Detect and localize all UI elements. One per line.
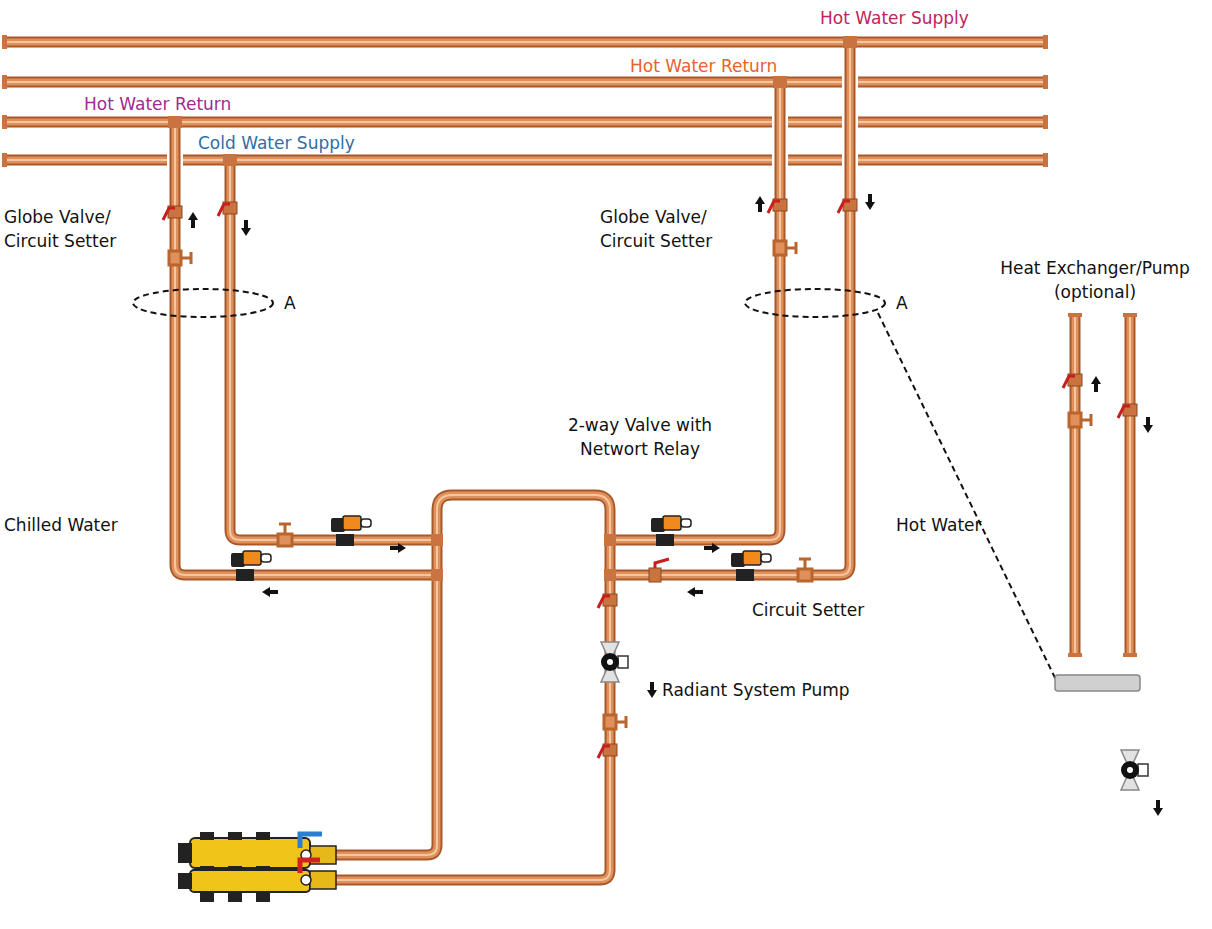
valve-handle bbox=[655, 559, 669, 568]
ball-valve bbox=[649, 568, 661, 582]
flow-arrow bbox=[647, 682, 657, 698]
pump-hub bbox=[607, 659, 613, 665]
actuator bbox=[663, 516, 681, 530]
main-label: Hot Water Return bbox=[630, 54, 850, 78]
heat-exchanger bbox=[1055, 675, 1140, 691]
valve-handle bbox=[838, 201, 850, 213]
flow-arrow bbox=[1153, 800, 1163, 816]
main-label: Hot Water Return bbox=[84, 92, 284, 116]
flow-arrow bbox=[865, 194, 875, 210]
pump-impeller bbox=[601, 653, 619, 671]
valve-handle bbox=[598, 596, 610, 608]
actuator-cap bbox=[361, 519, 371, 527]
pipe-caps bbox=[2, 35, 1137, 657]
pump-box bbox=[1138, 764, 1148, 776]
circuit-setter bbox=[774, 241, 796, 255]
flow-arrow bbox=[1091, 376, 1101, 392]
setter-handle bbox=[616, 716, 626, 728]
valve-handle bbox=[1063, 376, 1075, 388]
valve-handle bbox=[768, 201, 780, 213]
setter-body bbox=[169, 251, 181, 265]
component-label: Circuit Setter bbox=[752, 598, 912, 622]
pump-impeller bbox=[1121, 761, 1139, 779]
component-label: Radiant System Pump bbox=[662, 678, 862, 702]
setter-handle bbox=[1081, 414, 1091, 426]
setter-handle bbox=[786, 242, 796, 254]
section-letter: A bbox=[896, 291, 926, 315]
setter-body bbox=[1069, 413, 1081, 427]
pump-body bbox=[601, 642, 619, 682]
pump-hub bbox=[1127, 767, 1133, 773]
flow-arrow bbox=[262, 587, 278, 597]
actuator bbox=[343, 516, 361, 530]
main-label: Hot Water Supply bbox=[820, 6, 1020, 30]
pump-box bbox=[618, 656, 628, 668]
setter-body bbox=[798, 569, 812, 581]
component-label: 2-way Valve with Networt Relay bbox=[555, 413, 725, 461]
radiant-manifolds bbox=[178, 832, 336, 902]
component-label: Heat Exchanger/Pump (optional) bbox=[995, 256, 1195, 304]
circuit-setter bbox=[798, 559, 812, 581]
pump-body bbox=[1121, 750, 1139, 790]
actuator bbox=[243, 551, 261, 565]
setter-body bbox=[774, 241, 786, 255]
setter-handle bbox=[279, 524, 291, 534]
valve-handle bbox=[598, 746, 610, 758]
actuator bbox=[743, 551, 761, 565]
valve-handle bbox=[218, 204, 230, 216]
circuit-setter bbox=[278, 524, 292, 546]
valve-handle bbox=[1118, 406, 1130, 418]
setter-body bbox=[604, 715, 616, 729]
valve-body bbox=[736, 569, 754, 581]
component-label: Globe Valve/ Circuit Setter bbox=[600, 205, 750, 253]
loop-label: Hot Water bbox=[896, 513, 1046, 537]
copper-pipes bbox=[5, 42, 1130, 880]
circuit-setter bbox=[169, 251, 191, 265]
flow-arrow bbox=[755, 196, 765, 212]
circuit-setter bbox=[604, 715, 626, 729]
circuit-setter bbox=[1069, 413, 1091, 427]
actuator-cap bbox=[761, 554, 771, 562]
flow-arrow bbox=[241, 220, 251, 236]
flow-arrow bbox=[390, 543, 406, 553]
setter-body bbox=[278, 534, 292, 546]
main-label: Cold Water Supply bbox=[198, 131, 408, 155]
component-label: Globe Valve/ Circuit Setter bbox=[4, 205, 154, 253]
section-letter: A bbox=[284, 291, 314, 315]
section-marks bbox=[133, 289, 1058, 684]
actuator-cap bbox=[681, 519, 691, 527]
flow-arrow bbox=[188, 212, 198, 228]
valve-handle bbox=[163, 208, 175, 220]
flow-arrow bbox=[704, 543, 720, 553]
flow-arrow bbox=[687, 587, 703, 597]
actuator-cap bbox=[261, 554, 271, 562]
valve-body bbox=[236, 569, 254, 581]
loop-label: Chilled Water bbox=[4, 513, 154, 537]
setter-handle bbox=[181, 252, 191, 264]
flow-arrow bbox=[1143, 417, 1153, 433]
valve-body bbox=[336, 534, 354, 546]
valve-body bbox=[656, 534, 674, 546]
setter-handle bbox=[799, 559, 811, 569]
